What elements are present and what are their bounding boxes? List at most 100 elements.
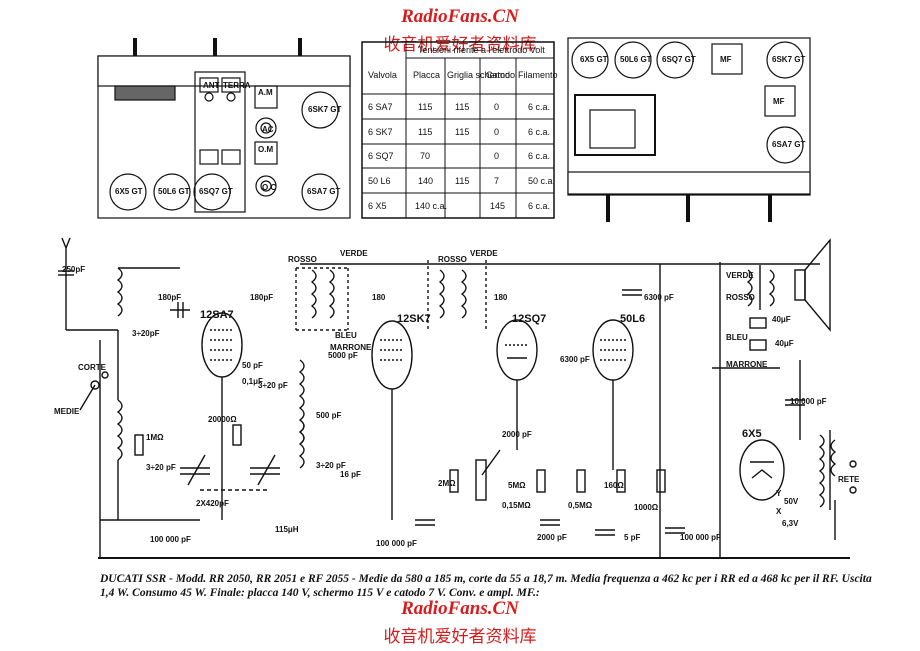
tube-12sq7: 12SQ7 <box>512 313 546 325</box>
wire-verde-1: VERDE <box>340 249 368 258</box>
th-filamento: Filamento <box>518 70 558 80</box>
cell: 6 c.a. <box>528 127 550 137</box>
wire-rosso-1: ROSSO <box>288 255 317 264</box>
label-medie: MEDIE <box>54 407 80 416</box>
value: 2MΩ <box>438 479 456 488</box>
if-transformer-1: MF <box>720 55 732 64</box>
cell: 50 L6 <box>368 176 391 186</box>
th-catodo: Catodo <box>486 70 515 80</box>
watermark-cn-bottom: 收音机爱好者资料库 <box>383 627 537 647</box>
tube-50l6-rear: 50L6 GT <box>620 55 652 64</box>
wire-rosso-2: ROSSO <box>438 255 467 264</box>
cell: 6 c.a. <box>528 201 550 211</box>
th-valvola: Valvola <box>368 70 397 80</box>
chassis-rear-labels: 6X5 GT 50L6 GT 6SQ7 GT MF 6SK7 GT MF 6SA… <box>580 55 805 149</box>
cell: 115 <box>455 127 469 137</box>
th-placca: Placca <box>413 70 440 80</box>
value: 0,1μF <box>242 377 263 386</box>
cell: 6 SK7 <box>368 127 393 137</box>
value: 50 pF <box>242 361 263 370</box>
chassis-top-labels: ANT A.M TERRA AC O.M O.C 6SK7 GT 6X5 GT … <box>115 81 341 196</box>
chassis-top-view <box>97 38 351 219</box>
wire-verde-3: VERDE <box>726 271 754 280</box>
tube-12sa7: 12SA7 <box>200 309 234 321</box>
value: 1MΩ <box>146 433 164 442</box>
value: 6300 pF <box>560 355 590 364</box>
component-values: 250pF 180pF 3÷20pF CORTE MEDIE 1MΩ 3÷20 … <box>54 265 860 548</box>
value: 6,3V <box>782 519 799 528</box>
watermark-site-top: RadioFans.CN <box>401 6 519 27</box>
tube-50l6: 50L6 <box>620 313 645 325</box>
tube-6sk7-top: 6SK7 GT <box>308 105 341 114</box>
cell: 6 c.a. <box>528 102 550 112</box>
cell: 115 <box>455 176 469 186</box>
cell: 0 <box>494 127 499 137</box>
wire-bleu-3: BLEU <box>726 333 748 342</box>
label-oc: O.C <box>262 183 276 192</box>
value: 100 000 pF <box>150 535 191 544</box>
value: 5MΩ <box>508 481 526 490</box>
cell: 6 SQ7 <box>368 151 394 161</box>
value: 160Ω <box>604 481 624 490</box>
cell: 115 <box>455 102 469 112</box>
tube-6x5: 6X5 <box>742 428 762 440</box>
value: 180pF <box>250 293 273 302</box>
value: 5 pF <box>624 533 641 542</box>
value: 180 <box>372 293 386 302</box>
value: 2000 pF <box>537 533 567 542</box>
caption: DUCATI SSR - Modd. RR 2050, RR 2051 e RF… <box>100 573 872 599</box>
circuit-wiring <box>58 237 857 559</box>
wire-color-labels: ROSSO VERDE BLEU MARRONE ROSSO VERDE VER… <box>288 249 768 369</box>
cell: 6 X5 <box>368 201 387 211</box>
cell: 0 <box>494 102 499 112</box>
cell: 140 <box>418 176 433 186</box>
tube-6sk7-rear: 6SK7 GT <box>772 55 805 64</box>
value: Y <box>776 489 782 498</box>
label-am: A.M <box>258 88 273 97</box>
value: 115μH <box>275 525 299 534</box>
value: X <box>776 507 782 516</box>
value: 180 <box>494 293 508 302</box>
value: 2000 pF <box>502 430 532 439</box>
voltage-table-text: Tensioni riferite a l'elettrodo Volt Val… <box>368 45 558 211</box>
cell: 0 <box>494 151 499 161</box>
wire-rosso-3: ROSSO <box>726 293 755 302</box>
value: 100 000 pF <box>680 533 721 542</box>
cell: 6 c.a. <box>528 151 550 161</box>
tube-6x5-rear: 6X5 GT <box>580 55 608 64</box>
value: 20000Ω <box>208 415 237 424</box>
value: 3÷20 pF <box>258 381 288 390</box>
label-ant: ANT <box>203 81 220 90</box>
label-ac: AC <box>262 125 274 134</box>
label-corte: CORTE <box>78 363 107 372</box>
label-rete: RETE <box>838 475 860 484</box>
cell: 145 <box>490 201 505 211</box>
tube-labels: 12SA7 12SK7 12SQ7 50L6 6X5 <box>200 309 762 440</box>
watermark-site-bottom: RadioFans.CN <box>401 598 519 619</box>
value: 1000Ω <box>634 503 659 512</box>
tube-6sa7-rear: 6SA7 GT <box>772 140 805 149</box>
value: 250pF <box>62 265 85 274</box>
cell: 115 <box>418 127 432 137</box>
label-om: O.M <box>258 145 273 154</box>
value: 10 000 pF <box>790 397 827 406</box>
cell: 6 SA7 <box>368 102 393 112</box>
cell: 70 <box>420 151 430 161</box>
value: 50V <box>784 497 799 506</box>
tube-6sq7-rear: 6SQ7 GT <box>662 55 696 64</box>
value: 3÷20 pF <box>146 463 176 472</box>
value: 6300 pF <box>644 293 674 302</box>
value: 40μF <box>772 315 791 324</box>
watermark-cn-top: 收音机爱好者资料库 <box>383 35 537 55</box>
value: 16 pF <box>340 470 361 479</box>
cell: 7 <box>494 176 499 186</box>
wire-bleu-1: BLEU <box>335 331 357 340</box>
tube-6sk7b-top: 6SA7 GT <box>307 187 340 196</box>
value: 40μF <box>775 339 794 348</box>
table-title: Tensioni riferite a l'elettrodo Volt <box>418 45 545 55</box>
wire-marrone-1: MARRONE <box>330 343 372 352</box>
value: 5000 pF <box>328 351 358 360</box>
value: 500 pF <box>316 411 341 420</box>
value: 180pF <box>158 293 181 302</box>
